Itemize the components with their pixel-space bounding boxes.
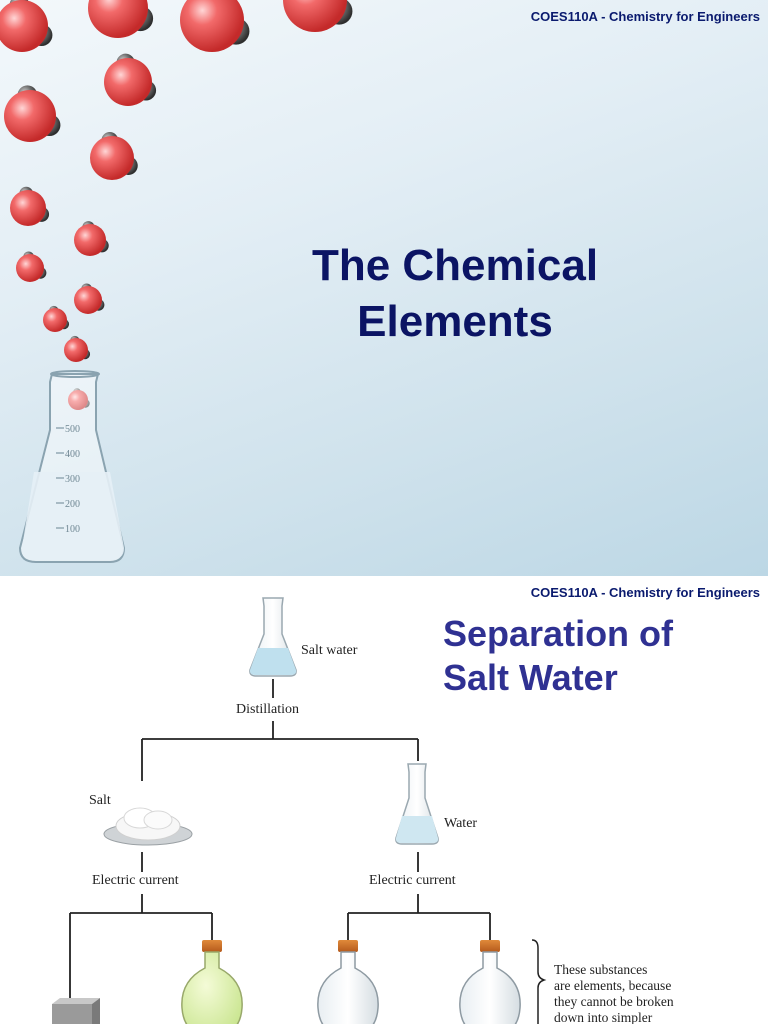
elements-note: These substances are elements, because t… bbox=[554, 962, 674, 1024]
label-salt: Salt bbox=[89, 793, 111, 808]
label-distillation: Distillation bbox=[236, 702, 299, 717]
graduation-label: 200 bbox=[65, 499, 80, 510]
graduation-label: 100 bbox=[65, 524, 80, 535]
oxygen-atom-icon bbox=[74, 286, 102, 314]
slide-title-heading: The Chemical Elements bbox=[250, 238, 660, 350]
water-flask bbox=[395, 763, 439, 845]
title-line-2: Elements bbox=[357, 297, 553, 346]
slide-separation: COES110A - Chemistry for Engineers bbox=[0, 576, 768, 1024]
note-line-2: are elements, because bbox=[554, 978, 672, 993]
course-label: COES110A - Chemistry for Engineers bbox=[530, 9, 760, 24]
oxygen-atom-icon bbox=[64, 338, 88, 362]
tree-lines bbox=[69, 679, 491, 1024]
salt-dish bbox=[103, 807, 193, 846]
note-line-3: they cannot be broken bbox=[554, 994, 674, 1009]
graduation-label: 500 bbox=[65, 424, 80, 435]
label-electric-current-left: Electric current bbox=[92, 873, 179, 888]
oxygen-atom-icon bbox=[10, 190, 46, 226]
beaker bbox=[18, 370, 126, 563]
title-line-1: The Chemical bbox=[311, 241, 599, 290]
oxygen-atom-icon bbox=[68, 390, 88, 410]
heading-line-1: Separation of bbox=[443, 613, 674, 654]
graduation-label: 400 bbox=[65, 449, 80, 460]
note-line-4: down into simpler bbox=[554, 1010, 653, 1024]
course-label: COES110A - Chemistry for Engineers bbox=[530, 585, 760, 600]
chlorine-flask bbox=[181, 940, 243, 1024]
oxygen-atom-icon bbox=[180, 0, 244, 52]
oxygen-atom-icon bbox=[88, 0, 148, 38]
slide-heading: Separation of Salt Water bbox=[443, 612, 673, 700]
oxygen-atom-icon bbox=[74, 224, 106, 256]
label-water: Water bbox=[444, 816, 478, 831]
oxygen-atom-icon bbox=[104, 58, 152, 106]
oxygen-atom-icon bbox=[0, 0, 48, 52]
note-line-1: These substances bbox=[554, 962, 648, 977]
slide-title: COES110A - Chemistry for Engineers 500 40… bbox=[0, 0, 768, 576]
hydrogen-flask bbox=[317, 940, 379, 1024]
oxygen-atom-icon bbox=[4, 90, 56, 142]
label-electric-current-right: Electric current bbox=[369, 873, 456, 888]
oxygen-atom-icon bbox=[16, 254, 44, 282]
separation-diagram bbox=[52, 597, 547, 1024]
oxygen-atom-icon bbox=[90, 136, 134, 180]
salt-water-flask bbox=[249, 597, 297, 677]
oxygen-atom-icon bbox=[283, 0, 347, 32]
bracket bbox=[531, 939, 547, 1024]
oxygen-atom-icon bbox=[43, 308, 67, 332]
molecule-illustration: 500 400 300 200 100 bbox=[0, 0, 353, 563]
heading-line-2: Salt Water bbox=[443, 657, 618, 698]
oxygen-flask bbox=[459, 940, 521, 1024]
graduation-label: 300 bbox=[65, 474, 80, 485]
metal-block bbox=[52, 998, 100, 1024]
label-salt-water: Salt water bbox=[301, 643, 358, 658]
